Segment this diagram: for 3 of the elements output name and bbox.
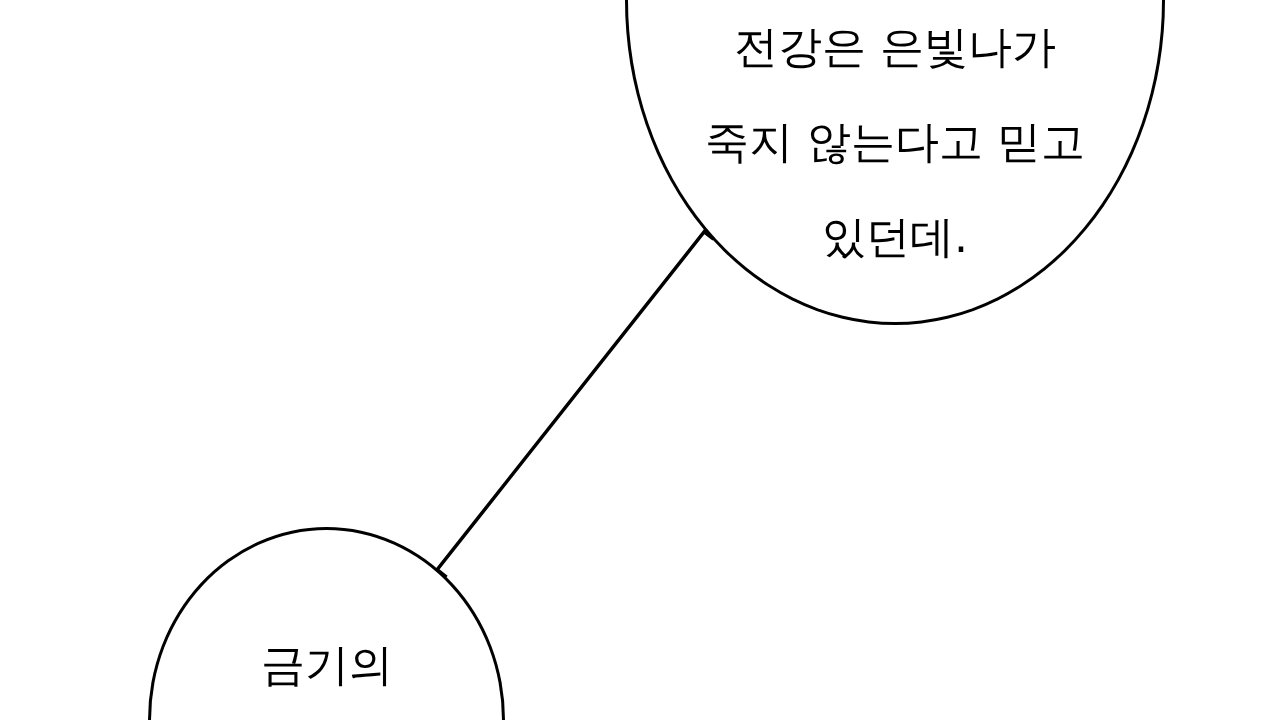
dialogue-text: 금기의 (259, 638, 394, 692)
speech-bubble-tail (434, 229, 715, 579)
dialogue-text: 전강은 은빛나가 죽지 않는다고 믿고 있던데. (704, 20, 1086, 264)
